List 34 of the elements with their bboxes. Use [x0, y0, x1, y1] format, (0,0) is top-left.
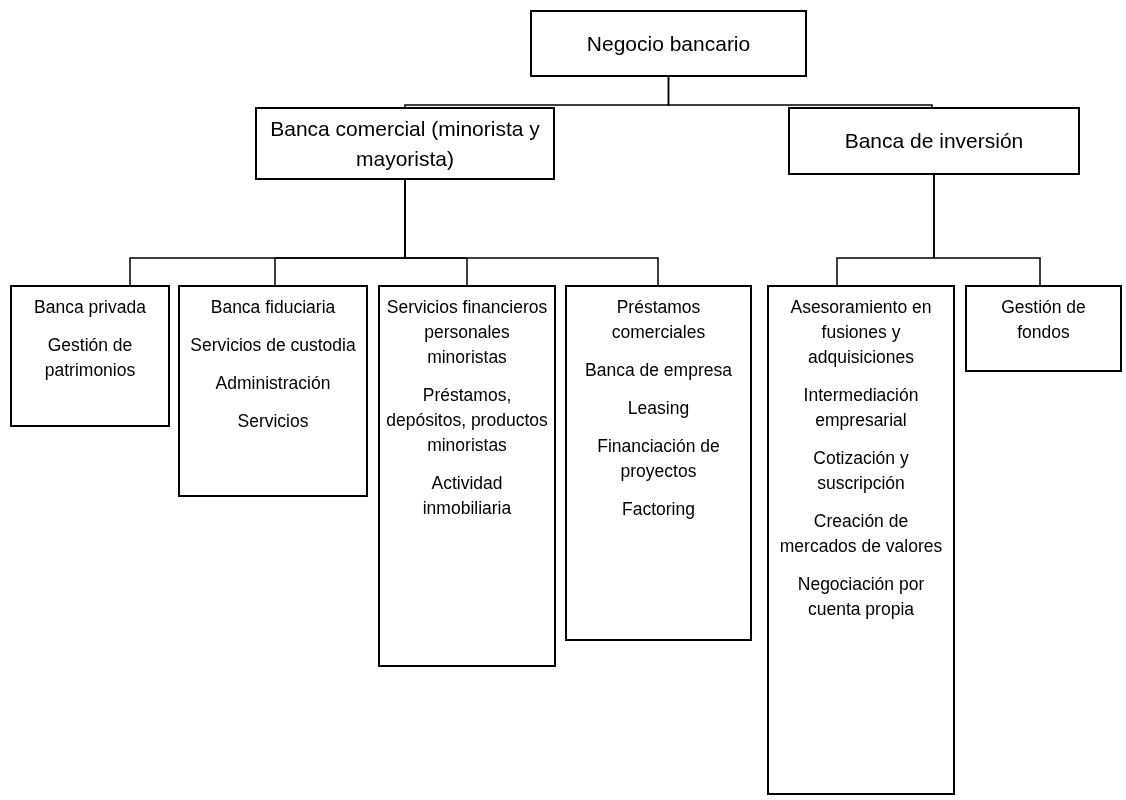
box-text: Negociación por cuenta propia	[796, 573, 926, 621]
category-box	[378, 285, 556, 667]
box-text: Creación de mercados de valores	[778, 510, 944, 558]
box-text: Asesoramiento en fusiones y adquisiciones	[789, 296, 933, 369]
category-box	[178, 285, 368, 497]
connector-line	[667, 76, 933, 108]
box-text: Banca comercial (minorista y mayorista)	[269, 115, 541, 172]
box-text: Leasing	[627, 397, 690, 420]
box-text: Servicios de custodia	[190, 334, 356, 357]
box-text: Negocio bancario	[586, 30, 751, 57]
category-box	[767, 285, 955, 795]
category-box	[10, 285, 170, 427]
box-text: Banca de inversión	[844, 128, 1024, 154]
box-text: Gestión de fondos	[1000, 296, 1087, 344]
box-text: Intermediación empresarial	[802, 384, 920, 432]
box-text: Administración	[215, 372, 331, 395]
box-text: Gestión de patrimonios	[43, 334, 137, 382]
box-text: Factoring	[622, 498, 695, 521]
category-box	[788, 107, 1080, 175]
category-box	[565, 285, 752, 641]
connector-line	[933, 174, 1041, 286]
box-text: Servicios	[237, 410, 309, 433]
box-text: Banca privada	[34, 296, 146, 319]
box-text: Financiación de proyectos	[596, 435, 721, 483]
category-box	[255, 107, 555, 180]
box-text: Servicios financieros personales minoristas	[386, 296, 548, 369]
category-box	[965, 285, 1122, 372]
box-text: Préstamos comerciales	[610, 296, 707, 344]
box-text: Banca fiduciaria	[210, 296, 336, 319]
category-box	[530, 10, 807, 77]
box-text: Préstamos, depósitos, productos minoristas	[386, 384, 548, 457]
box-text: Banca de empresa	[585, 359, 732, 382]
box-text: Actividad inmobiliaria	[421, 472, 513, 520]
box-text: Cotización y suscripción	[812, 447, 910, 495]
